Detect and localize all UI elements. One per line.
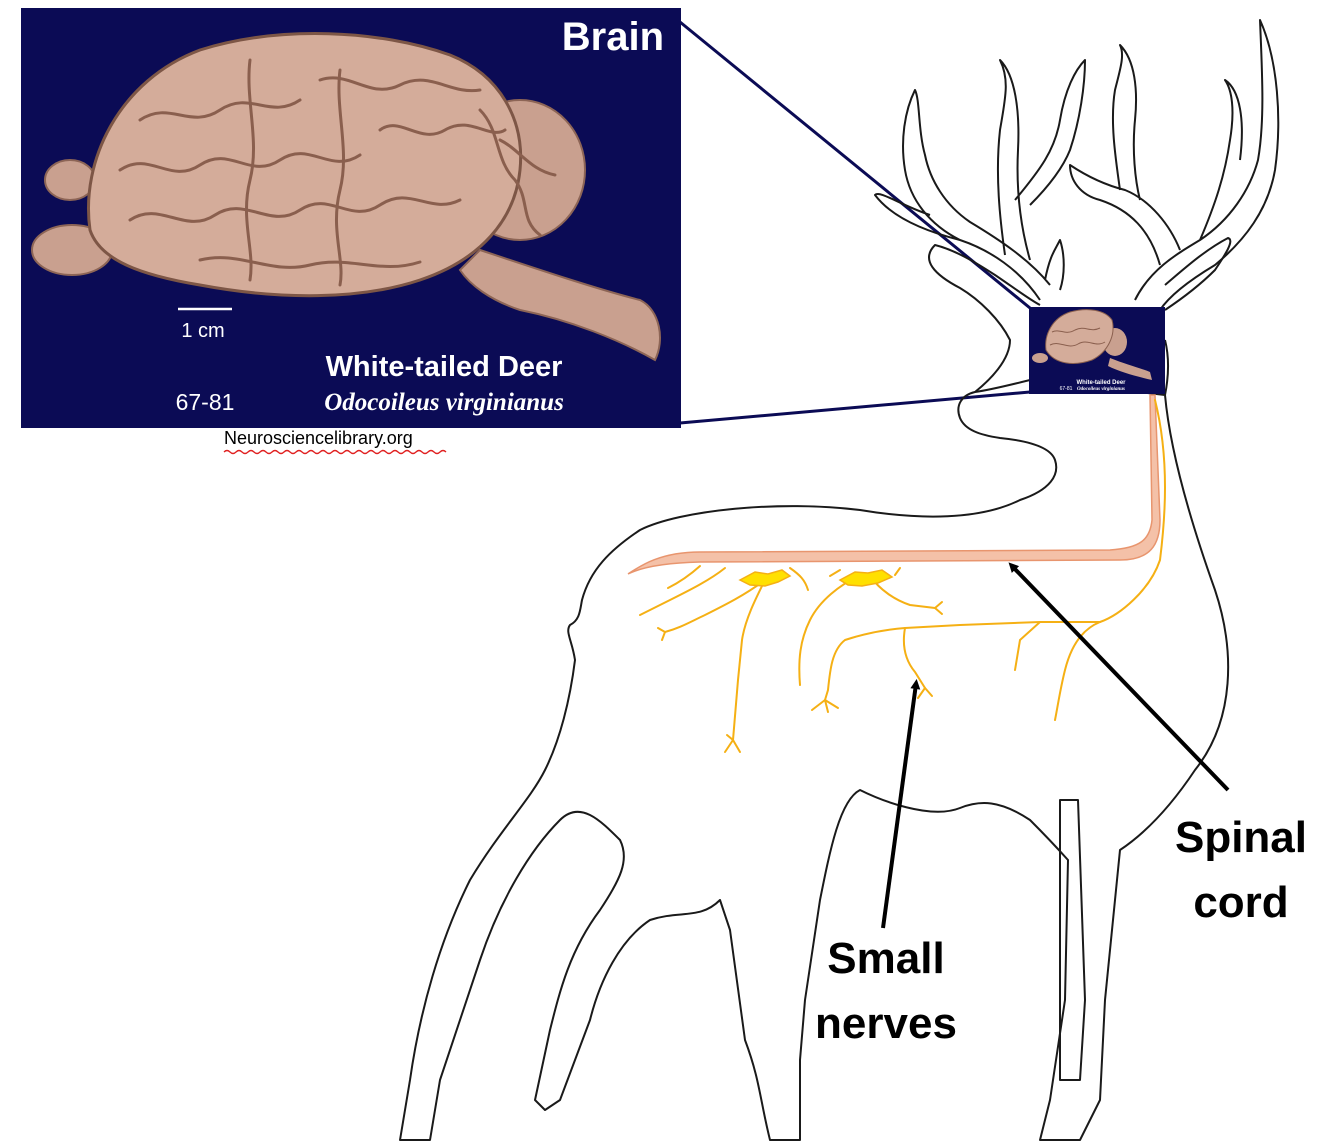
- spinal-cord-label-line1: Spinal: [1175, 813, 1307, 862]
- species-common-name: White-tailed Deer: [326, 351, 563, 383]
- brain-thumbnail: White-tailed Deer 67-81 Odocoileus virgi…: [1029, 307, 1165, 394]
- deer-left-antler: [875, 60, 1085, 300]
- brain-panel: Brain 1 cm White-tailed Deer 67-81 Odoco…: [21, 8, 681, 428]
- thumbnail-species-common: White-tailed Deer: [1076, 380, 1126, 386]
- deer-right-antler: [1070, 20, 1278, 310]
- specimen-id: 67-81: [176, 389, 235, 415]
- deer-front-leg-outline: [1060, 800, 1085, 1080]
- ganglion-2: [840, 570, 892, 586]
- peripheral-nerves: [640, 400, 1165, 752]
- zoom-connector-lines: [680, 22, 1030, 423]
- small-nerves-label-line1: Small: [827, 934, 944, 983]
- spinal-cord-label-line2: cord: [1193, 878, 1288, 927]
- thumbnail-species-latin: Odocoileus virginianus: [1077, 387, 1125, 392]
- brain-panel-title: Brain: [562, 15, 664, 59]
- scale-bar-label: 1 cm: [181, 320, 224, 342]
- species-latin-name: Odocoileus virginianus: [324, 389, 564, 416]
- spellcheck-underline: [224, 451, 446, 454]
- source-credit: Neurosciencelibrary.org: [224, 428, 413, 448]
- small-nerves-label-line2: nerves: [815, 999, 957, 1048]
- ganglion-1: [740, 570, 790, 586]
- small-nerves-arrow: [883, 684, 916, 928]
- thumbnail-specimen-id: 67-81: [1060, 386, 1073, 392]
- spinal-cord-arrow: [1012, 566, 1228, 790]
- nerve-ganglia: [740, 570, 892, 586]
